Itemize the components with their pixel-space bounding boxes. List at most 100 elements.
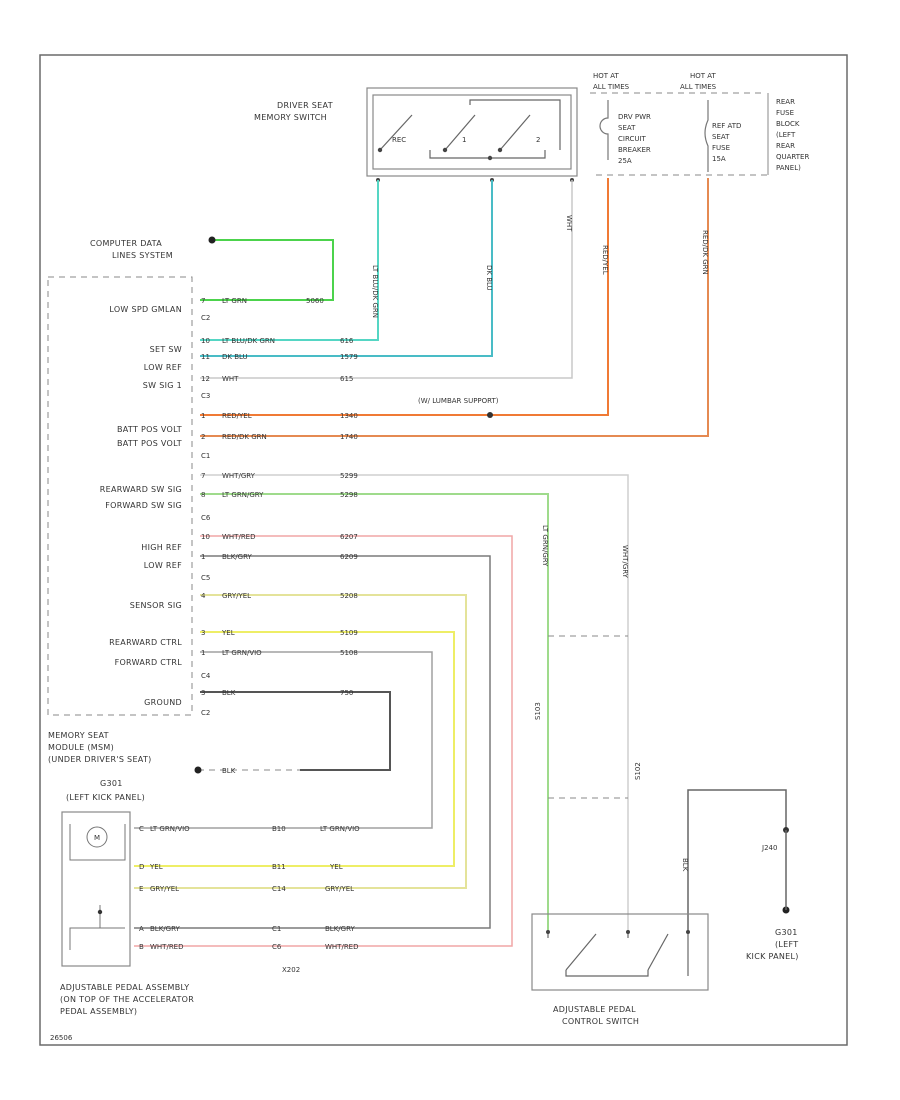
pedal-row: D YEL B11 YEL (139, 863, 343, 871)
svg-text:C1: C1 (272, 925, 281, 933)
pin-row: REARWARD SW SIG 7 WHT/GRY 5299 (100, 472, 358, 494)
splice-label-s102: S102 (634, 762, 642, 780)
svg-text:5109: 5109 (340, 629, 358, 637)
pin-row: SW SIG 1 12 WHT 615 C3 (143, 375, 354, 400)
svg-text:616: 616 (340, 337, 354, 345)
msm-label-2: MODULE (MSM) (48, 743, 114, 752)
switch-tag-1: 1 (462, 136, 466, 144)
fuse-icon (704, 100, 709, 172)
pin-row: REARWARD CTRL 3 YEL 5109 (109, 629, 358, 647)
svg-text:REARWARD SW SIG: REARWARD SW SIG (100, 485, 182, 494)
svg-text:3: 3 (201, 689, 205, 697)
wire-blk-gry (134, 555, 491, 929)
svg-text:WHT/RED: WHT/RED (150, 943, 184, 951)
svg-text:LT GRN/GRY: LT GRN/GRY (222, 491, 264, 499)
svg-text:FORWARD CTRL: FORWARD CTRL (115, 658, 183, 667)
pedal-switch-label-2: CONTROL SWITCH (562, 1017, 639, 1026)
footer-code: 26506 (50, 1034, 73, 1042)
svg-text:RED/YEL: RED/YEL (222, 412, 252, 420)
vlabel-wht: WHT (565, 215, 573, 232)
svg-text:5298: 5298 (340, 491, 358, 499)
wires (134, 178, 787, 947)
svg-text:GRY/YEL: GRY/YEL (222, 592, 251, 600)
pin-row: SENSOR SIG 4 GRY/YEL 5208 (130, 592, 358, 610)
svg-text:5060: 5060 (306, 297, 324, 305)
sensor-icon (69, 905, 125, 950)
svg-text:C1: C1 (201, 452, 210, 460)
assembly-label-2: (ON TOP OF THE ACCELERATOR (60, 995, 194, 1004)
svg-text:BATT POS VOLT: BATT POS VOLT (117, 425, 182, 434)
svg-text:A: A (139, 925, 144, 933)
svg-text:YEL: YEL (221, 629, 235, 637)
pin-row: LOW REF 11 DK BLU 1579 (144, 353, 358, 372)
svg-text:B: B (139, 943, 144, 951)
svg-text:WHT/GRY: WHT/GRY (222, 472, 256, 480)
circuit-breaker-icon (599, 100, 609, 160)
svg-text:FUSE: FUSE (712, 144, 730, 152)
driver-switch-label-1: DRIVER SEAT (277, 101, 333, 110)
lumbar-label: (W/ LUMBAR SUPPORT) (418, 397, 499, 405)
vlabel-pedal-blk: BLK (681, 858, 689, 872)
svg-text:LT GRN/VIO: LT GRN/VIO (222, 649, 262, 657)
wire-dk-blu (200, 180, 493, 357)
wire-red-yel (200, 178, 609, 416)
svg-text:LT BLU/DK GRN: LT BLU/DK GRN (222, 337, 275, 345)
svg-text:WHT/RED: WHT/RED (325, 943, 359, 951)
svg-text:B10: B10 (272, 825, 286, 833)
svg-text:RED/DK GRN: RED/DK GRN (222, 433, 267, 441)
wire-red-dk-grn (200, 178, 709, 437)
msm-label-1: MEMORY SEAT (48, 731, 109, 740)
svg-text:C6: C6 (272, 943, 282, 951)
svg-text:15A: 15A (712, 155, 726, 163)
svg-text:C2: C2 (201, 314, 210, 322)
svg-text:LOW SPD GMLAN: LOW SPD GMLAN (109, 305, 182, 314)
vertical-wire-labels: LT BLU/DK GRN DK BLU WHT RED/YEL RED/DK … (371, 215, 709, 872)
svg-text:BREAKER: BREAKER (618, 146, 651, 154)
svg-text:10: 10 (201, 337, 210, 345)
svg-text:WHT: WHT (222, 375, 239, 383)
svg-text:SW SIG 1: SW SIG 1 (143, 381, 182, 390)
svg-text:LOW REF: LOW REF (144, 561, 182, 570)
svg-text:615: 615 (340, 375, 353, 383)
svg-text:1: 1 (201, 412, 205, 420)
pin-row: BATT POS VOLT 1 RED/YEL 1340 (117, 412, 358, 434)
hot-label-2a: HOT AT (690, 72, 717, 80)
wire-lt-grn (200, 239, 334, 301)
memory-seat-module: COMPUTER DATA LINES SYSTEM LOW SPD GMLAN… (47, 239, 499, 802)
adjustable-pedal-assembly: M C LT GRN/VIO B10 LT GRN/VIO D YEL B11 … (60, 811, 360, 1016)
svg-text:BLK/GRY: BLK/GRY (150, 925, 180, 933)
computer-lines-2: LINES SYSTEM (112, 251, 173, 260)
svg-text:DK BLU: DK BLU (222, 353, 248, 361)
svg-text:SEAT: SEAT (712, 133, 730, 141)
svg-text:SENSOR SIG: SENSOR SIG (130, 601, 182, 610)
svg-text:C5: C5 (201, 574, 210, 582)
pin-row: BATT POS VOLT 2 RED/DK GRN 1740 C1 (117, 433, 358, 460)
wire-yel (134, 631, 455, 867)
svg-text:REARWARD CTRL: REARWARD CTRL (109, 638, 182, 647)
svg-text:BLK/GRY: BLK/GRY (222, 553, 252, 561)
svg-text:SEAT: SEAT (618, 124, 636, 132)
svg-text:1: 1 (201, 553, 205, 561)
svg-text:7: 7 (201, 297, 205, 305)
wire-lt-blu-dk-grn (200, 180, 379, 341)
svg-text:QUARTER: QUARTER (776, 153, 809, 161)
g301-right-2: (LEFT (775, 940, 798, 949)
pin-row: FORWARD SW SIG 8 LT GRN/GRY 5298 C6 (105, 491, 358, 522)
diagram-frame (39, 54, 848, 1046)
svg-text:4: 4 (201, 592, 206, 600)
switch-tag-rec: REC (392, 136, 406, 144)
pin-row: SET SW 10 LT BLU/DK GRN 616 (150, 337, 354, 354)
wire-wht (200, 180, 573, 379)
connector-x202: X202 (282, 966, 300, 974)
pedal-switch-label-1: ADJUSTABLE PEDAL (553, 1005, 636, 1014)
wire-wht-gry (200, 474, 629, 930)
svg-text:BATT POS VOLT: BATT POS VOLT (117, 439, 182, 448)
svg-text:GRY/YEL: GRY/YEL (325, 885, 354, 893)
svg-text:C3: C3 (201, 392, 210, 400)
pin-row: LOW SPD GMLAN 7 LT GRN 5060 C2 (109, 297, 323, 322)
svg-text:LT GRN: LT GRN (222, 297, 247, 305)
g301-right-3: KICK PANEL) (746, 952, 799, 961)
wire-wht-red (134, 535, 513, 947)
svg-text:C: C (139, 825, 144, 833)
svg-text:GRY/YEL: GRY/YEL (150, 885, 179, 893)
